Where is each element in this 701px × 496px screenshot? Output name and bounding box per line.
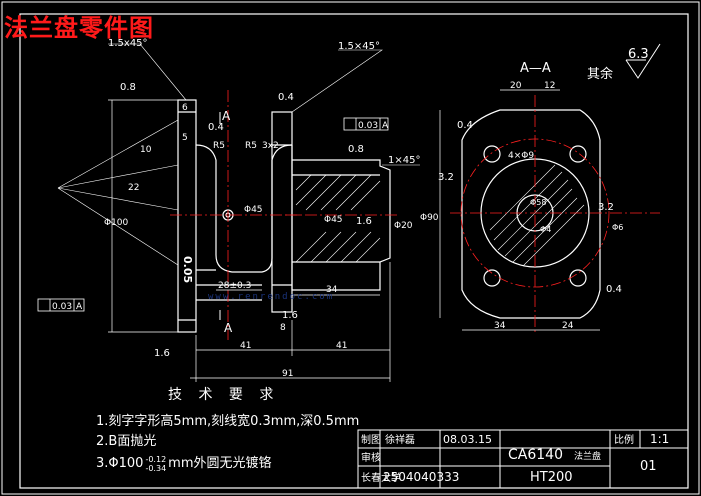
- middle-section-view: [291, 145, 391, 291]
- note-1: 1.刻字字形高5mm,刻线宽0.3mm,深0.5mm: [96, 414, 360, 429]
- dim-41a: 41: [240, 341, 251, 351]
- tb-part-name: 法兰盘: [574, 450, 601, 462]
- roughness-04c-label: 0.4: [606, 284, 622, 295]
- note-3-upper-tol: -0.12: [145, 454, 167, 464]
- dim-34b: 34: [494, 321, 506, 331]
- dim-phi6: Φ6: [612, 223, 623, 232]
- dim-phi20: Φ20: [394, 221, 413, 231]
- note-2: 2.B面抛光: [96, 434, 157, 449]
- tb-scale-value: 1:1: [650, 432, 669, 446]
- section-mark-a-top: A: [222, 109, 231, 123]
- roughness-16b-label: 1.6: [154, 348, 170, 359]
- tb-check-label: 审核: [361, 451, 381, 464]
- notes-heading: 技 术 要 求: [168, 387, 280, 403]
- dim-phi4: Φ4: [540, 225, 551, 234]
- tolerance-a-datum: A: [382, 121, 389, 131]
- roughness-04b-label: 0.4: [208, 122, 224, 133]
- dim-34a: 34: [326, 285, 338, 295]
- chamfer-right-label: 1×45°: [388, 155, 420, 166]
- tb-school: 长春大学: [361, 471, 401, 484]
- dim-5: 5: [182, 133, 188, 143]
- tolerance-frames: [37, 117, 389, 312]
- tolerance-b-value: 0.03: [52, 302, 72, 312]
- tb-sheet: 01: [640, 459, 657, 474]
- dim-91: 91: [282, 369, 293, 379]
- dim-phi90: Φ90: [420, 213, 439, 223]
- left-view-center: [170, 90, 300, 340]
- chamfer-top-label: 1.5×45°: [338, 41, 380, 52]
- tolerance-b-datum: A: [76, 302, 83, 312]
- dim-22: 22: [128, 183, 139, 193]
- watermark: www.renrendoc.com: [208, 292, 335, 302]
- dim-holes: 4×Φ9: [508, 151, 534, 161]
- tb-student-no: 2504040333: [383, 470, 459, 484]
- roughness-16c-label: 1.6: [282, 310, 298, 321]
- dim-28: 28±0.3: [218, 281, 251, 291]
- tb-drawn-name: 徐祥磊: [385, 433, 415, 446]
- section-mark-a-bottom: A: [224, 321, 233, 335]
- note-3-prefix: 3.Φ100: [96, 456, 144, 471]
- roughness-08b-label: 0.8: [348, 144, 364, 155]
- dim-005: 0.05: [181, 256, 194, 283]
- roughness-04a-label: 0.4: [278, 92, 294, 103]
- dim-12: 12: [544, 81, 555, 91]
- dim-41b: 41: [336, 341, 347, 351]
- page-title: 法兰盘零件图: [4, 14, 154, 42]
- dim-24: 24: [562, 321, 574, 331]
- dim-phi100: Φ100: [104, 218, 129, 228]
- tb-date: 08.03.15: [443, 433, 492, 446]
- section-hatch: [295, 174, 381, 263]
- rest-roughness-value: 6.3: [628, 47, 649, 62]
- dimension-lines: [108, 89, 600, 382]
- dim-20: 20: [510, 81, 522, 91]
- rest-roughness-label: 其余: [587, 66, 613, 82]
- roughness-32b-label: 3.2: [598, 202, 614, 213]
- tb-drawn-label: 制图: [361, 433, 381, 446]
- dim-r5a: R5: [213, 141, 225, 151]
- roughness-rest-symbol: [625, 43, 661, 79]
- dim-3x2: 3x2: [262, 141, 279, 151]
- tb-scale-label: 比例: [614, 433, 634, 446]
- dim-r5b: R5: [245, 141, 257, 151]
- roughness-04d-label: 0.4: [457, 120, 473, 131]
- title-block: [357, 429, 689, 489]
- dim-6: 6: [182, 103, 188, 113]
- tolerance-a-value: 0.03: [358, 121, 378, 131]
- dim-10: 10: [140, 145, 152, 155]
- dim-phi45a: Φ45: [244, 205, 263, 215]
- roughness-32a-label: 3.2: [438, 172, 454, 183]
- section-a-a-view: [461, 109, 601, 319]
- note-3-lower-tol: -0.34: [145, 463, 167, 473]
- section-a-a-center: [450, 95, 660, 335]
- drawing-frame: [19, 13, 689, 489]
- roughness-08a-label: 0.8: [120, 82, 136, 93]
- tb-part-code: CA6140: [508, 447, 563, 463]
- chamfer-left-label: 1.5x45°: [108, 38, 148, 49]
- chamfer-leaders: [108, 43, 420, 166]
- dim-phi45b: Φ45: [324, 215, 343, 225]
- section-a-a-label: A—A: [520, 61, 551, 76]
- note-3-suffix: mm外圆无光镀铬: [168, 456, 272, 471]
- leader-fan: [57, 119, 179, 266]
- dim-8: 8: [280, 323, 286, 333]
- tb-material: HT200: [530, 470, 573, 485]
- dim-phi58: Φ58: [530, 198, 546, 207]
- roughness-16a-label: 1.6: [356, 216, 372, 227]
- section-a-a-hatch: [489, 164, 585, 267]
